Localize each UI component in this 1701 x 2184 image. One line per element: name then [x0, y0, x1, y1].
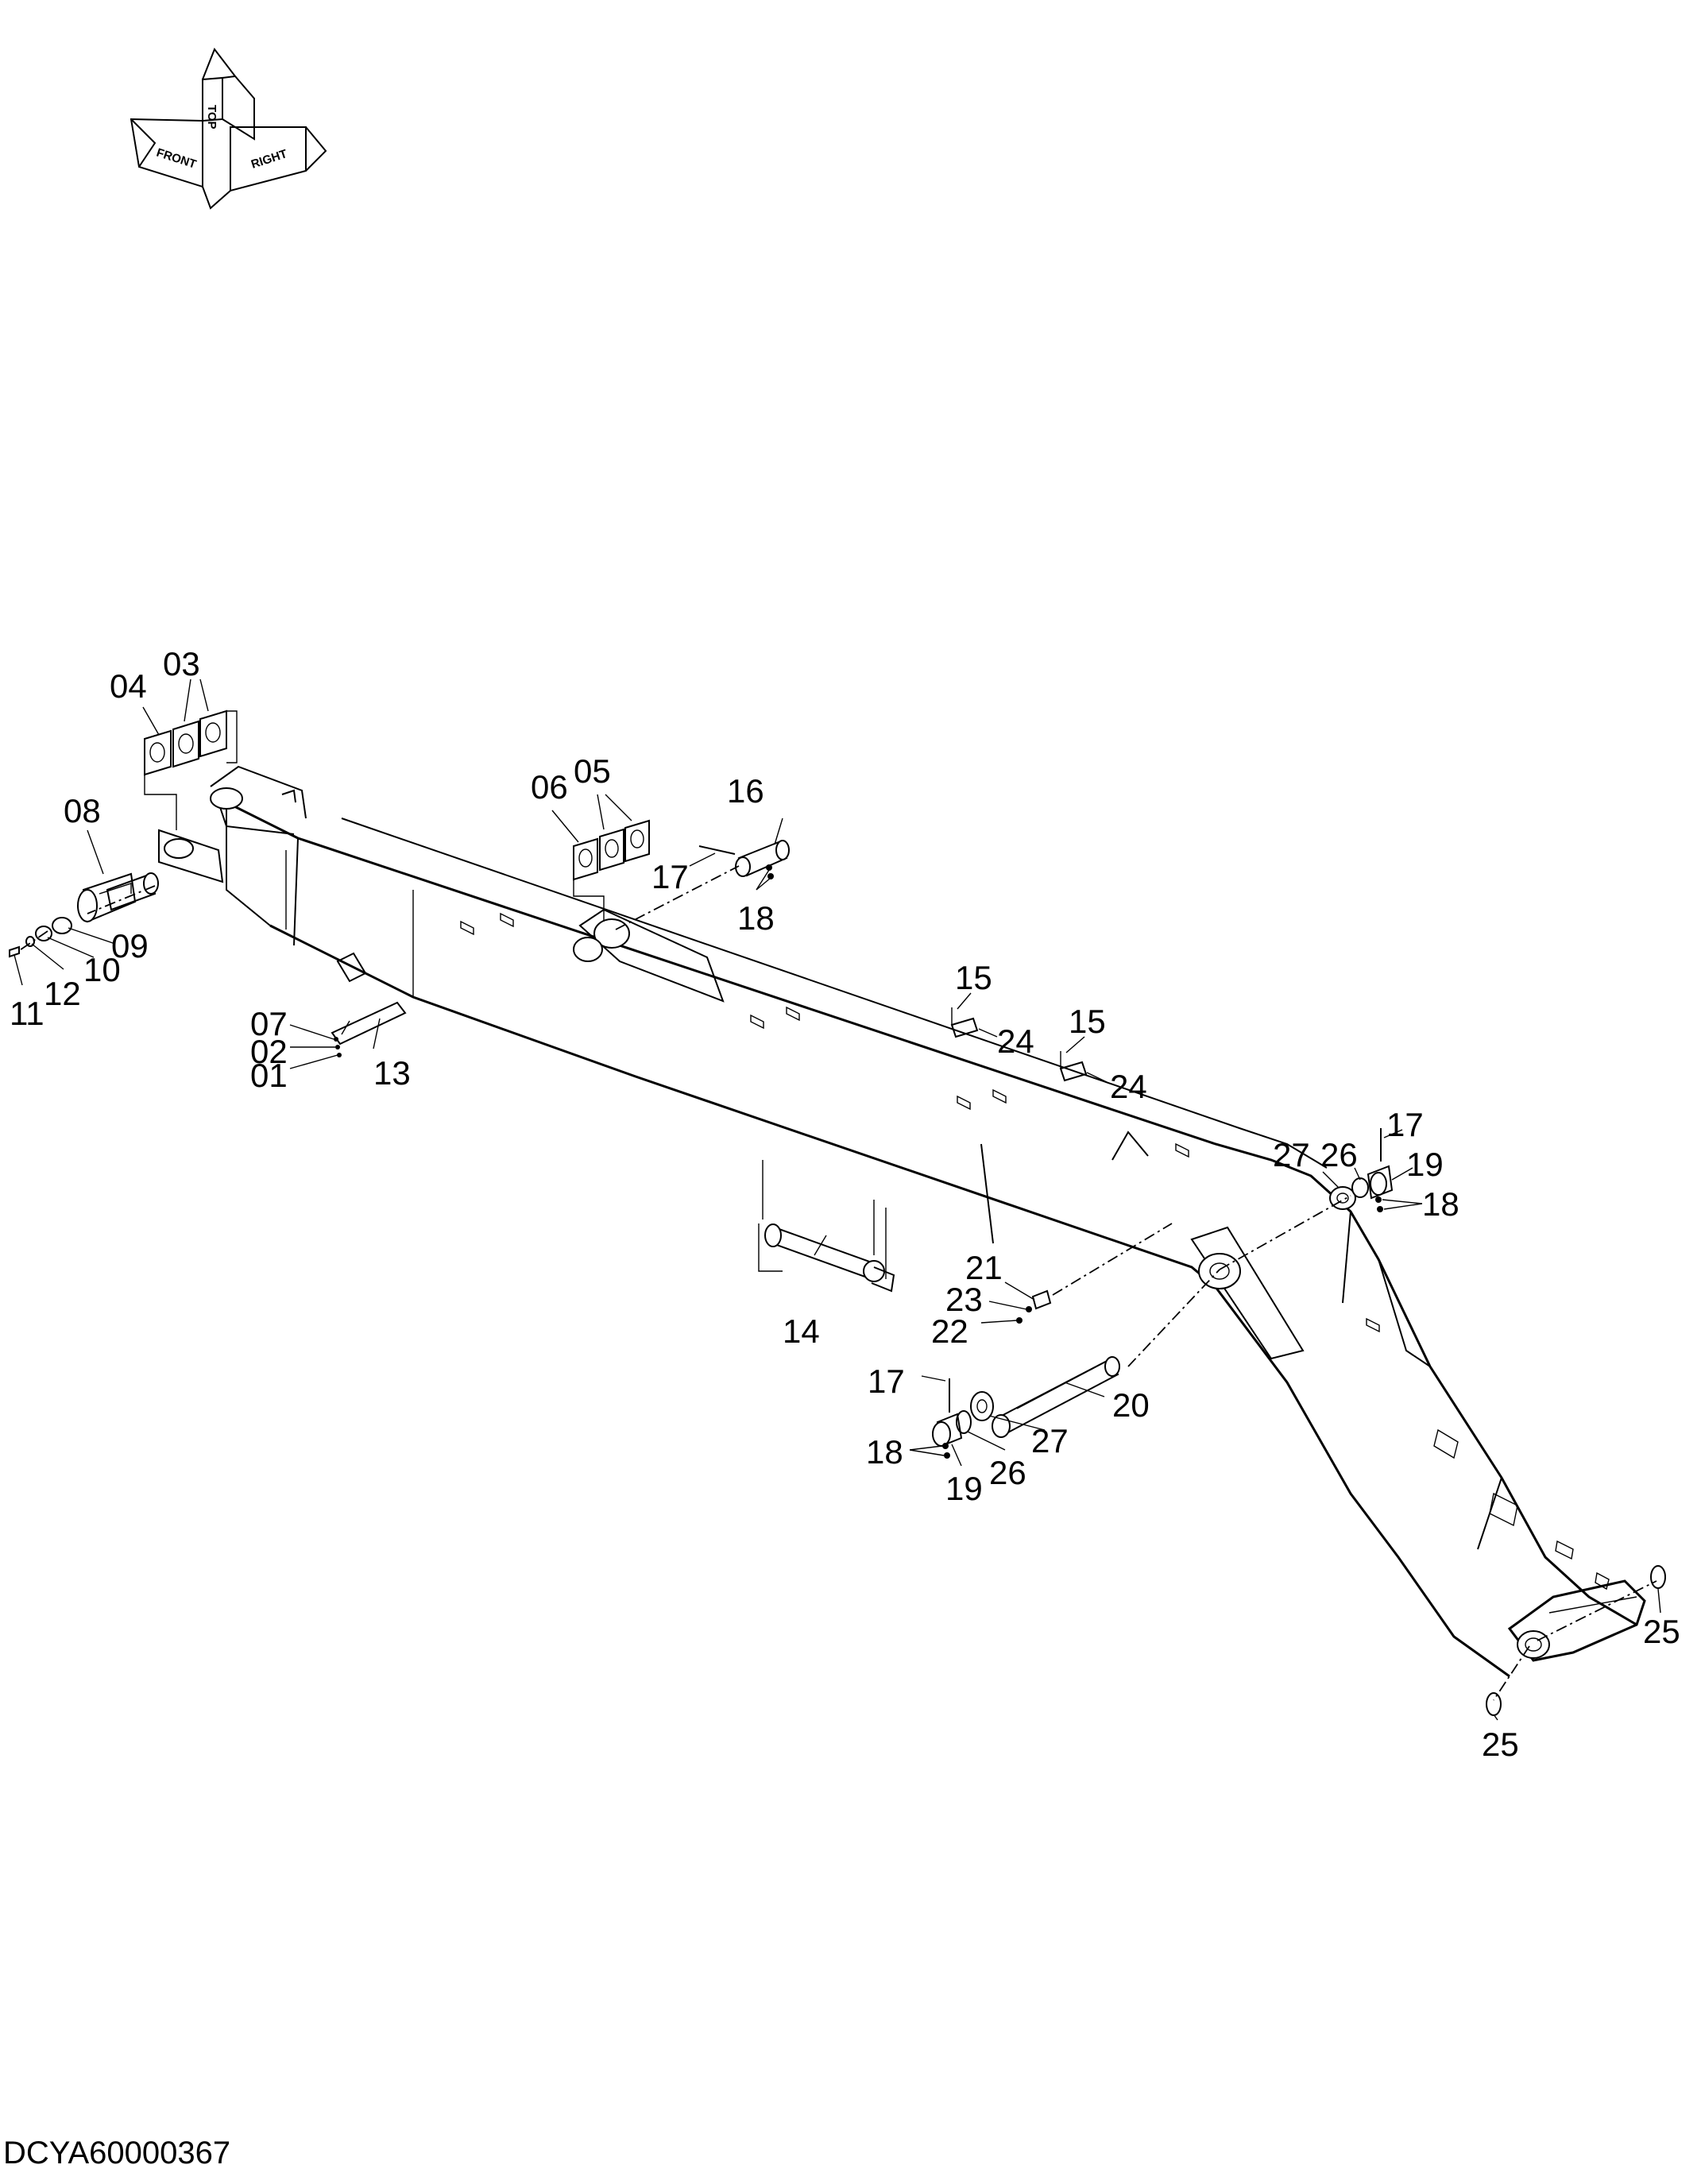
- callout-27-lower: 27: [1031, 1422, 1069, 1459]
- callout-15-second: 15: [1069, 1003, 1106, 1040]
- pin-16: [735, 840, 790, 877]
- callout-27-right: 27: [1273, 1136, 1310, 1173]
- callout-20: 20: [1112, 1386, 1150, 1424]
- callout-05: 05: [574, 752, 611, 790]
- callout-10: 10: [83, 951, 121, 988]
- callout-26-lower: 26: [989, 1454, 1026, 1491]
- orientation-indicator: FRONT TOP RIGHT: [130, 47, 327, 210]
- pin-08: [77, 872, 159, 923]
- callout-03: 03: [163, 645, 200, 682]
- collar-19-upper: [1367, 1165, 1394, 1200]
- callout-09: 09: [111, 927, 149, 964]
- callout-11: 11: [10, 995, 44, 1032]
- callout-22: 22: [931, 1312, 968, 1350]
- part-11: [9, 945, 20, 958]
- callout-16: 16: [727, 772, 764, 810]
- callout-07: 07: [250, 1005, 288, 1042]
- callout-18-upper-left: 18: [737, 899, 775, 937]
- cylinder-14: [758, 1208, 895, 1293]
- callout-12: 12: [44, 975, 81, 1012]
- callout-02: 02: [250, 1033, 288, 1070]
- document-id: DCYA60000367: [3, 2136, 231, 2170]
- callout-23: 23: [945, 1281, 983, 1318]
- parts: [9, 709, 1666, 1716]
- callout-17-upper-left: 17: [651, 858, 689, 895]
- callout-19-lower: 19: [945, 1470, 983, 1507]
- callout-04: 04: [110, 667, 147, 705]
- callout-14: 14: [783, 1312, 820, 1350]
- orientation-right-label: RIGHT: [249, 147, 289, 172]
- callout-18-lower: 18: [866, 1433, 903, 1471]
- part-09: [52, 917, 72, 934]
- callout-13: 13: [373, 1054, 411, 1092]
- leader-lines: [14, 678, 1661, 1721]
- washer-26-upper: [1351, 1177, 1369, 1198]
- orientation-top-label: TOP: [205, 105, 218, 129]
- ring-25-upper: [1650, 1565, 1666, 1589]
- ring-25-lower: [1486, 1692, 1502, 1716]
- callout-24-first: 24: [997, 1022, 1034, 1060]
- shim-set-03-04: [144, 709, 238, 830]
- callout-25-bottom: 25: [1482, 1726, 1519, 1763]
- callout-24-second: 24: [1110, 1068, 1147, 1105]
- plate-13: [331, 1001, 407, 1046]
- callout-21: 21: [965, 1249, 1003, 1286]
- pin-20: [992, 1356, 1120, 1438]
- callout-18-right: 18: [1422, 1185, 1459, 1223]
- orientation-front-label: FRONT: [155, 146, 198, 172]
- shim-set-05-06: [573, 819, 650, 922]
- boom-body: [158, 765, 1646, 1678]
- callout-06: 06: [531, 768, 568, 806]
- callout-15-first: 15: [955, 959, 992, 996]
- center-lines: [17, 865, 1657, 1701]
- bolt-17-upper: [698, 845, 736, 855]
- washer-27-lower: [970, 1391, 994, 1421]
- callout-17-right: 17: [1386, 1106, 1424, 1143]
- callout-labels: 01 02 03 04 05 06 07 08 09 10 11 12 13 1…: [10, 645, 1680, 1763]
- callout-26-right: 26: [1320, 1136, 1358, 1173]
- callout-01: 01: [250, 1057, 288, 1094]
- callout-25-right: 25: [1643, 1613, 1680, 1650]
- callout-17-lower: 17: [868, 1363, 905, 1400]
- callout-19-right: 19: [1406, 1146, 1444, 1183]
- callout-08: 08: [64, 792, 101, 829]
